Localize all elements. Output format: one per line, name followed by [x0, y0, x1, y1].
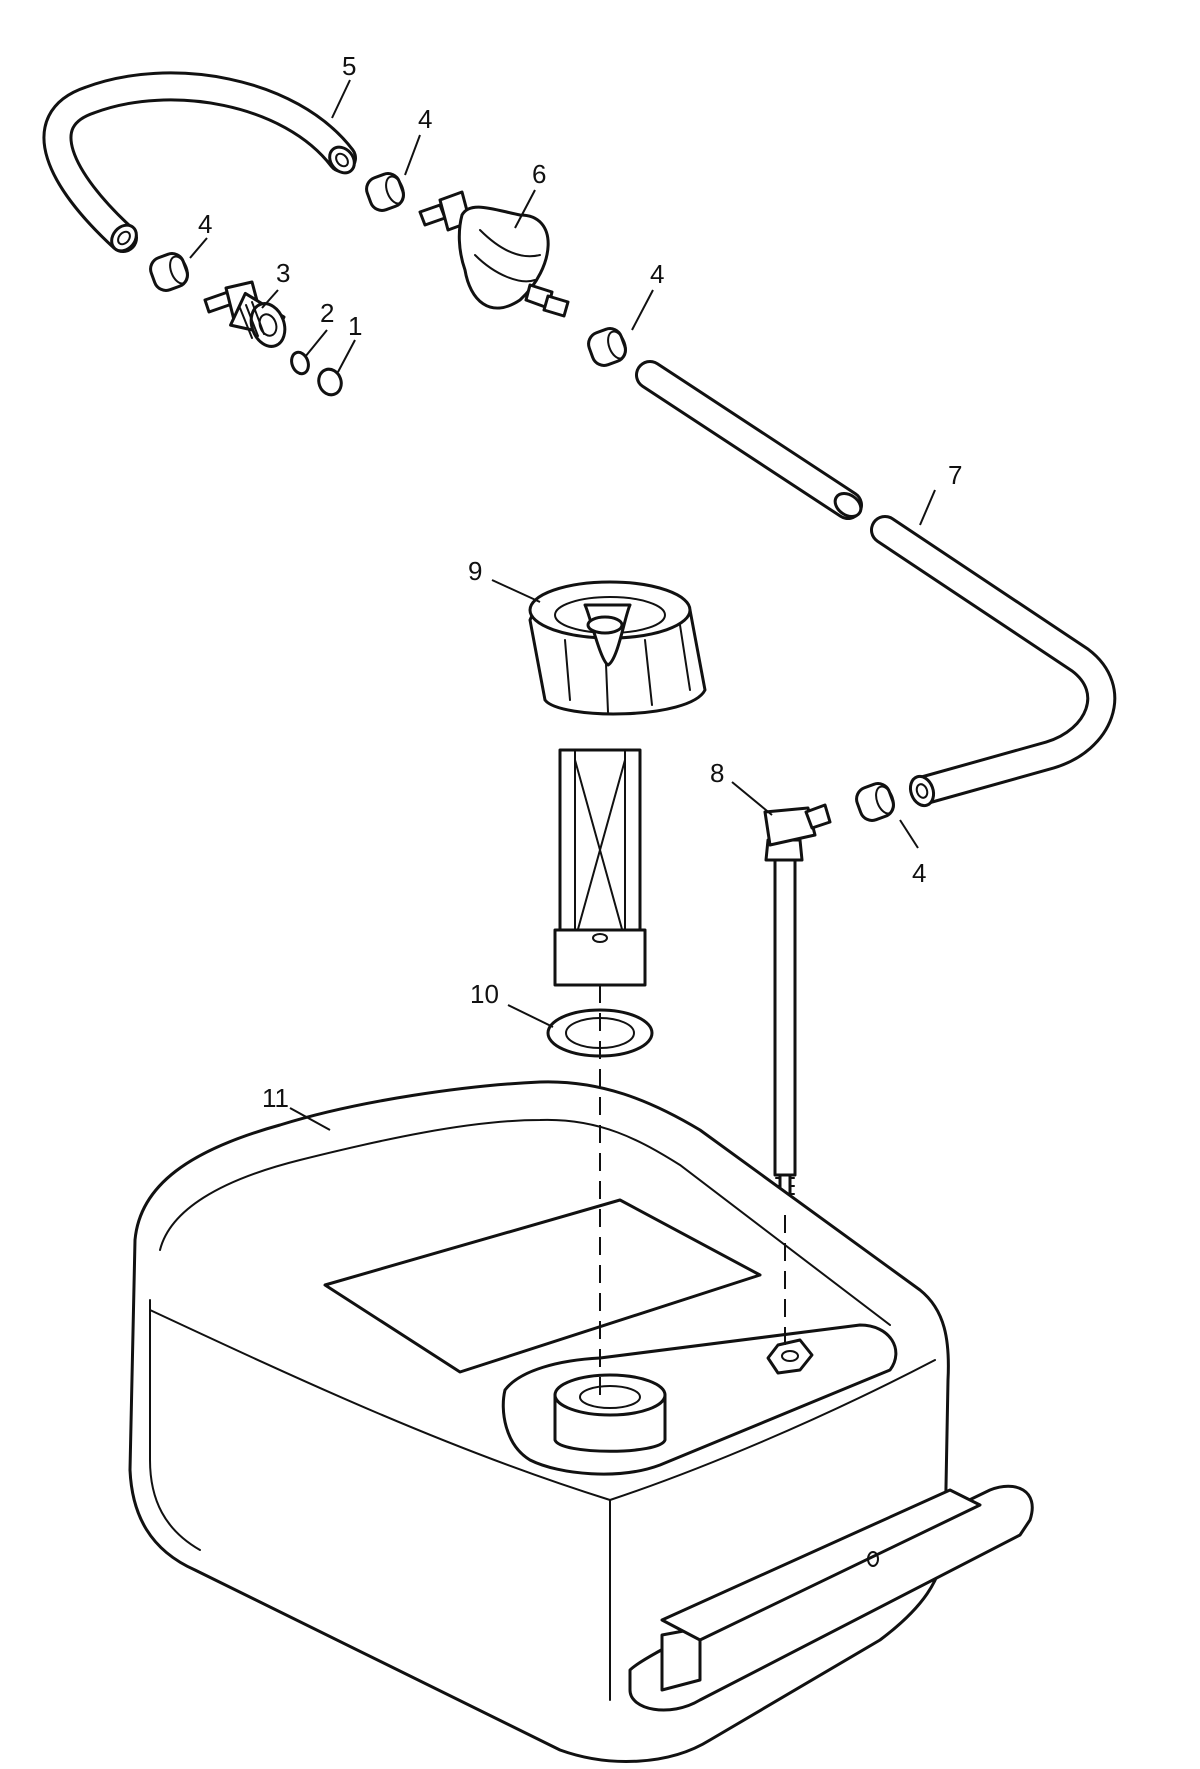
leader-lines	[189, 79, 936, 1131]
callout-1: 1	[348, 311, 362, 341]
hose-clamp-d	[855, 782, 895, 822]
fuel-connector	[203, 280, 287, 348]
callout-4-c: 4	[650, 259, 664, 289]
fuel-hose-upper	[42, 71, 357, 253]
o-ring-large	[317, 367, 343, 397]
callout-10: 10	[470, 979, 499, 1009]
callout-4-a: 4	[418, 104, 432, 134]
callout-9: 9	[468, 556, 482, 586]
callout-7: 7	[948, 460, 962, 490]
callout-8: 8	[710, 758, 724, 788]
callout-5: 5	[342, 51, 356, 81]
primer-bulb	[418, 190, 570, 318]
callout-3: 3	[276, 258, 290, 288]
hose-clamp-a	[365, 172, 405, 212]
o-ring-small	[290, 350, 310, 376]
callout-11: 11	[262, 1083, 289, 1113]
callout-4-b: 4	[198, 209, 212, 239]
fuel-gauge-cap	[528, 580, 707, 987]
fuel-pickup-tube	[763, 803, 832, 1217]
fuel-hose-lower	[635, 360, 1117, 808]
callout-6: 6	[532, 159, 546, 189]
fuel-tank	[128, 1080, 1034, 1763]
hose-clamp-b	[149, 252, 189, 292]
callout-2: 2	[320, 298, 334, 328]
callout-4-d: 4	[912, 858, 926, 888]
hose-clamp-c	[587, 327, 627, 367]
